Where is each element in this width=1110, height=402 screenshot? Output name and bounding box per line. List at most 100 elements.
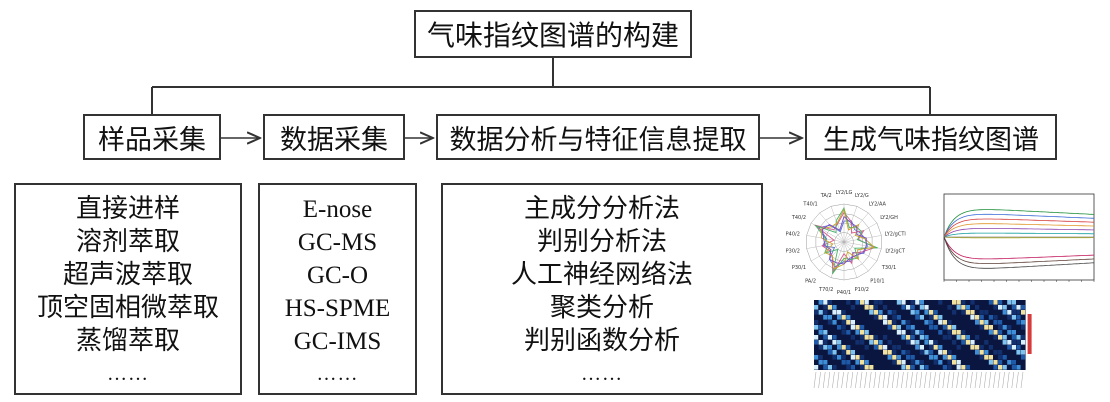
sampling-method-item: 直接进样	[75, 194, 180, 224]
heatmap-cell	[947, 335, 952, 340]
heatmap-cell	[823, 340, 828, 345]
heatmap-cell	[1007, 360, 1012, 365]
heatmap-cell	[952, 300, 957, 305]
heatmap-cell	[956, 305, 961, 310]
heatmap-cell	[846, 350, 851, 355]
sensor-response-curve	[943, 228, 1094, 238]
heatmap-cell	[956, 330, 961, 335]
heatmap-cell	[832, 335, 837, 340]
heatmap-cell	[988, 325, 993, 330]
heatmap-cell	[998, 360, 1003, 365]
heatmap-cell	[1016, 305, 1021, 310]
heatmap-cell	[883, 335, 888, 340]
heatmap-cell	[823, 360, 828, 365]
heatmap-cell	[860, 335, 865, 340]
heatmap-cell	[892, 345, 897, 350]
step-analysis-box: 数据分析与特征信息提取	[436, 114, 760, 160]
heatmap-cell	[860, 325, 865, 330]
heatmap-cell	[952, 325, 957, 330]
heatmap-cell	[860, 355, 865, 360]
heatmap-cell	[850, 305, 855, 310]
heatmap-cell	[965, 340, 970, 345]
heatmap-cell	[869, 335, 874, 340]
heatmap-cell	[883, 350, 888, 355]
heatmap-cell	[906, 325, 911, 330]
heatmap-cell	[915, 315, 920, 320]
heatmap-cell	[933, 310, 938, 315]
heatmap-cell	[846, 320, 851, 325]
heatmap-cell	[924, 320, 929, 325]
heatmap-cell	[818, 330, 823, 335]
heatmap-cell	[878, 315, 883, 320]
heatmap-cell	[1007, 330, 1012, 335]
heatmap-cell	[979, 345, 984, 350]
heatmap-cell	[814, 310, 819, 315]
heatmap-cell	[818, 300, 823, 305]
heatmap-cell	[901, 360, 906, 365]
heatmap-cell	[988, 330, 993, 335]
heatmap-cell	[947, 365, 952, 370]
heatmap-cell	[1007, 310, 1012, 315]
heatmap-cell	[993, 335, 998, 340]
heatmap-cell	[961, 365, 966, 370]
heatmap-cell	[1011, 330, 1016, 335]
heatmap-cell	[832, 320, 837, 325]
heatmap-cell	[837, 315, 842, 320]
heatmap-cell	[929, 350, 934, 355]
sensor-response-curve	[943, 236, 1095, 264]
heatmap-cell	[837, 355, 842, 360]
heatmap-cell	[827, 335, 832, 340]
sensor-response-curves-thumbnail	[943, 193, 1095, 282]
step-fingerprint-label: 生成气味指纹图谱	[823, 124, 1039, 156]
heatmap-cell	[1016, 315, 1021, 320]
heatmap-cell	[832, 365, 837, 370]
heatmap-cell	[832, 355, 837, 360]
heatmap-cell	[924, 335, 929, 340]
heatmap-cell	[910, 330, 915, 335]
heatmap-cell	[860, 300, 865, 305]
heatmap-cell	[975, 320, 980, 325]
heatmap-cell	[827, 350, 832, 355]
step-acquisition-label: 数据采集	[280, 124, 388, 156]
heatmap-cell	[933, 355, 938, 360]
heatmap-column-label	[892, 371, 895, 389]
heatmap-cell	[910, 310, 915, 315]
heatmap-cell	[887, 350, 892, 355]
heatmap-cell	[1007, 315, 1012, 320]
heatmap-cell	[915, 340, 920, 345]
heatmap-cell	[887, 340, 892, 345]
heatmap-cell	[1011, 360, 1016, 365]
heatmap-cell	[896, 355, 901, 360]
heatmap-column-label	[813, 371, 817, 389]
heatmap-cell	[901, 320, 906, 325]
heatmap-cell	[947, 355, 952, 360]
heatmap-cell	[855, 330, 860, 335]
heatmap-cell	[919, 365, 924, 370]
heatmap-cell	[947, 360, 952, 365]
heatmap-cell	[910, 305, 915, 310]
heatmap-cell	[919, 335, 924, 340]
sensor-response-curve	[943, 236, 1094, 239]
heatmap-cell	[841, 315, 846, 320]
heatmap-cell	[901, 350, 906, 355]
heatmap-cell	[1016, 365, 1021, 370]
heatmap-cell	[929, 355, 934, 360]
heatmap-cell	[892, 320, 897, 325]
heatmap-column-label	[882, 371, 886, 389]
heatmap-cell	[933, 340, 938, 345]
heatmap-cell	[1016, 335, 1021, 340]
heatmap-cell	[984, 350, 989, 355]
acquisition-method-item: GC-O	[306, 262, 369, 289]
heatmap-cell	[855, 300, 860, 305]
heatmap-cell	[993, 315, 998, 320]
radar-spoke	[843, 241, 869, 272]
heatmap-column-label	[836, 371, 840, 389]
heatmap-cell	[942, 325, 947, 330]
heatmap-cell	[919, 305, 924, 310]
heatmap-cell	[827, 315, 832, 320]
heatmap-cell	[970, 300, 975, 305]
heatmap-cell	[841, 350, 846, 355]
heatmap-cell	[1011, 300, 1016, 305]
heatmap-cell	[998, 350, 1003, 355]
heatmap-cell	[1002, 335, 1007, 340]
